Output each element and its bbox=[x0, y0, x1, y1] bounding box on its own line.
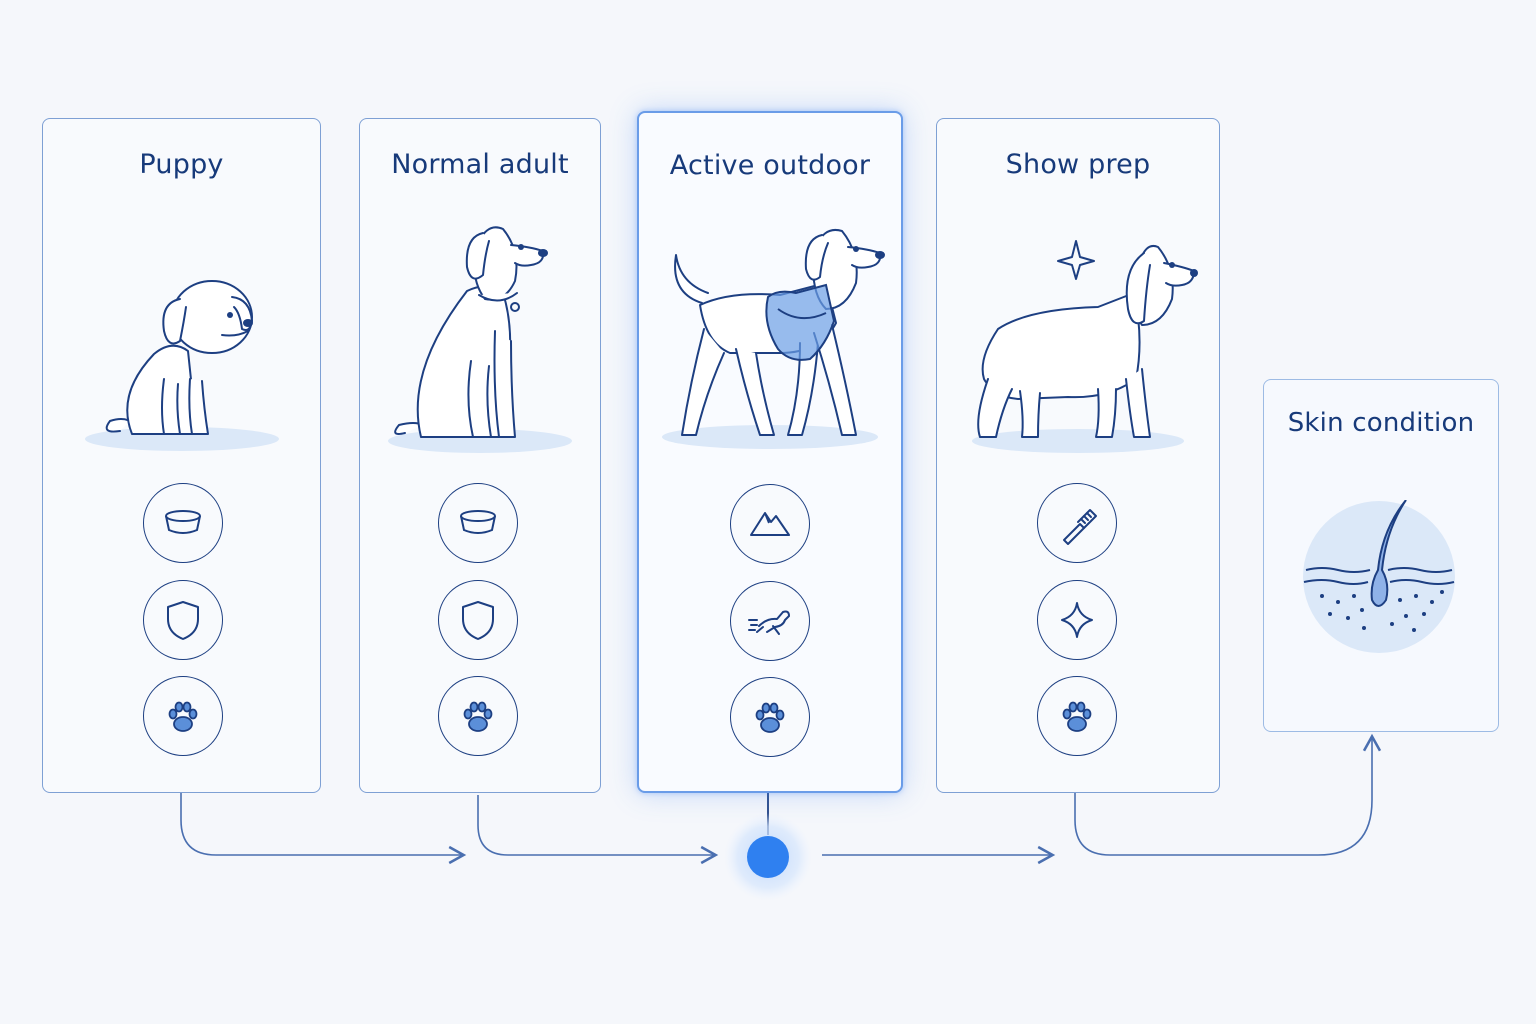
paw-icon bbox=[438, 676, 518, 756]
connector-show-to-skin bbox=[1074, 733, 1382, 856]
show-dog-illustration bbox=[972, 240, 1198, 453]
card-puppy[interactable]: Puppy bbox=[42, 118, 321, 793]
active-dog-harness-illustration bbox=[662, 229, 885, 449]
connector-puppy-to-adult bbox=[180, 788, 467, 865]
card-title: Puppy bbox=[139, 149, 224, 180]
comb-icon bbox=[1037, 483, 1117, 563]
card-title: Skin condition bbox=[1287, 408, 1475, 438]
card-active-outdoor[interactable]: Active outdoor bbox=[637, 111, 903, 793]
mountain-icon bbox=[730, 484, 810, 564]
card-title: Show prep bbox=[1005, 149, 1151, 180]
shield-icon bbox=[143, 580, 223, 660]
active-node bbox=[747, 836, 789, 878]
card-show-prep[interactable]: Show prep bbox=[936, 118, 1220, 793]
card-normal-adult[interactable]: Normal adult bbox=[359, 118, 601, 793]
adult-dog-illustration bbox=[388, 226, 572, 453]
card-title: Normal adult bbox=[391, 149, 569, 180]
running-dog-icon bbox=[730, 581, 810, 661]
connector-adult-to-active bbox=[477, 795, 719, 865]
paw-icon bbox=[730, 677, 810, 757]
shield-icon bbox=[438, 580, 518, 660]
puppy-illustration bbox=[84, 280, 279, 451]
sparkle-icon bbox=[1037, 580, 1117, 660]
card-title: Active outdoor bbox=[669, 150, 871, 181]
hair-follicle-skin-icon bbox=[1303, 500, 1455, 653]
card-skin-condition[interactable]: Skin condition bbox=[1263, 379, 1499, 732]
paw-icon bbox=[1037, 676, 1117, 756]
food-bowl-icon bbox=[438, 483, 518, 563]
paw-icon bbox=[143, 676, 223, 756]
food-bowl-icon bbox=[143, 483, 223, 563]
